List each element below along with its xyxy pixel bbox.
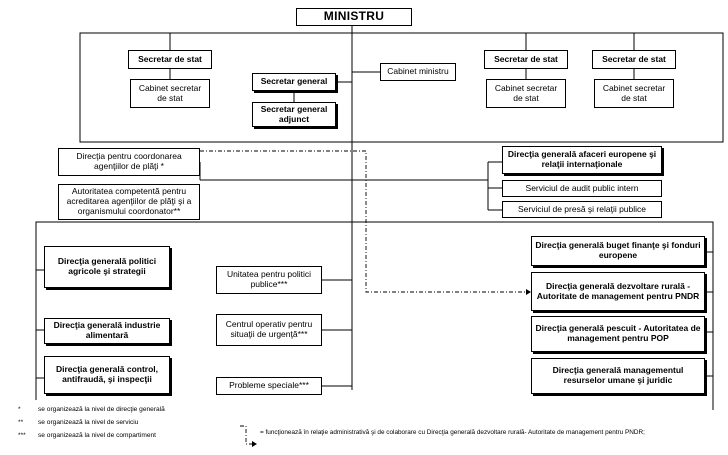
directia-coordonare-agentii: Direcţia pentru coordonarea agenţiilor d… [58,148,200,176]
legend-dashed-note: = funcţionează în relaţie administrativă… [260,429,645,436]
cabinet-secretar-de-stat-1: Cabinet secretar de stat [130,79,210,108]
minister-box: MINISTRU [296,8,412,26]
autoritatea-competenta: Autoritatea competentă pentru acreditare… [58,184,200,220]
directia-afaceri-europene: Direcţia generală afaceri europene şi re… [502,146,662,174]
secretar-general: Secretar general [252,73,336,91]
centrul-operativ: Centrul operativ pentru situaţii de urge… [216,314,322,346]
secretar-general-adjunct: Secretar general adjunct [252,102,336,127]
cabinet-secretar-de-stat-2: Cabinet secretar de stat [486,79,566,108]
serviciul-audit-public: Serviciul de audit public intern [502,180,662,197]
directia-control-antifrauda: Direcţia generală control, antifraudă, ş… [44,356,170,394]
legend-marker-1: * [18,406,21,413]
legend-text-2: se organizează la nivel de serviciu [38,419,139,426]
legend-marker-2: ** [18,419,24,426]
legend-text-1: se organizează la nivel de direcţie gene… [38,406,165,413]
minister-title: MINISTRU [323,9,385,24]
legend-marker-3: *** [18,432,26,439]
legend-text-3: se organizează la nivel de compartiment [38,432,157,439]
serviciul-presa: Serviciul de presă şi relaţii publice [502,201,662,218]
unitatea-politici-publice: Unitatea pentru politici publice*** [216,266,322,294]
directia-buget-finante: Direcţia generală buget finanţe şi fondu… [531,236,705,266]
legend-item-2: ** se organizează la nivel de serviciu [18,419,138,427]
directia-industrie-alimentara: Direcţia generală industrie alimentară [44,318,170,344]
legend-item-3: *** se organizează la nivel de compartime… [18,432,156,440]
directia-politici-agricole: Direcţia generală politici agricole şi s… [44,246,170,288]
directia-resurse-umane: Direcţia generală managementul resurselo… [531,358,705,394]
secretar-de-stat-2: Secretar de stat [484,50,568,69]
directia-dezvoltare-rurala: Direcţia generală dezvoltare rurală - Au… [531,272,705,311]
cabinet-secretar-de-stat-3: Cabinet secretar de stat [594,79,674,108]
secretar-de-stat-3: Secretar de stat [592,50,676,69]
cabinet-ministru: Cabinet ministru [380,63,456,81]
legend-item-1: * se organizează la nivel de direcţie gen… [18,406,165,414]
probleme-speciale: Probleme speciale*** [216,377,322,395]
directia-pescuit: Direcţia generală pescuit - Autoritatea … [531,316,705,352]
secretar-de-stat-1: Secretar de stat [128,50,212,69]
